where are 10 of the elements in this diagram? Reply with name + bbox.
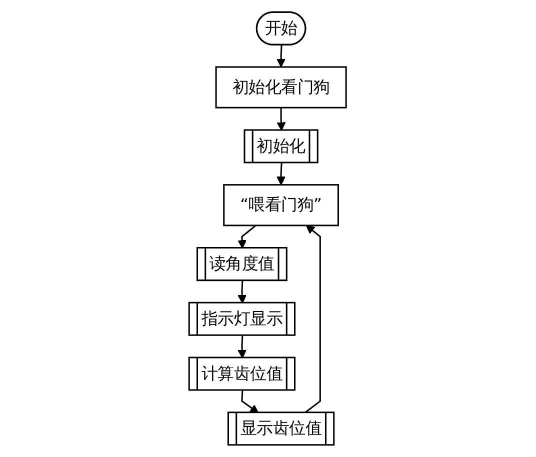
node-box: “喂看门狗” xyxy=(224,184,340,226)
arrow xyxy=(238,336,247,358)
arrow xyxy=(277,162,286,186)
arrow xyxy=(238,280,247,304)
arrow xyxy=(238,224,257,249)
arrow xyxy=(242,390,260,414)
arrow xyxy=(304,225,322,414)
arrow xyxy=(277,108,286,131)
arrow xyxy=(277,45,286,68)
node-box: 初始化看门狗 xyxy=(216,66,348,108)
